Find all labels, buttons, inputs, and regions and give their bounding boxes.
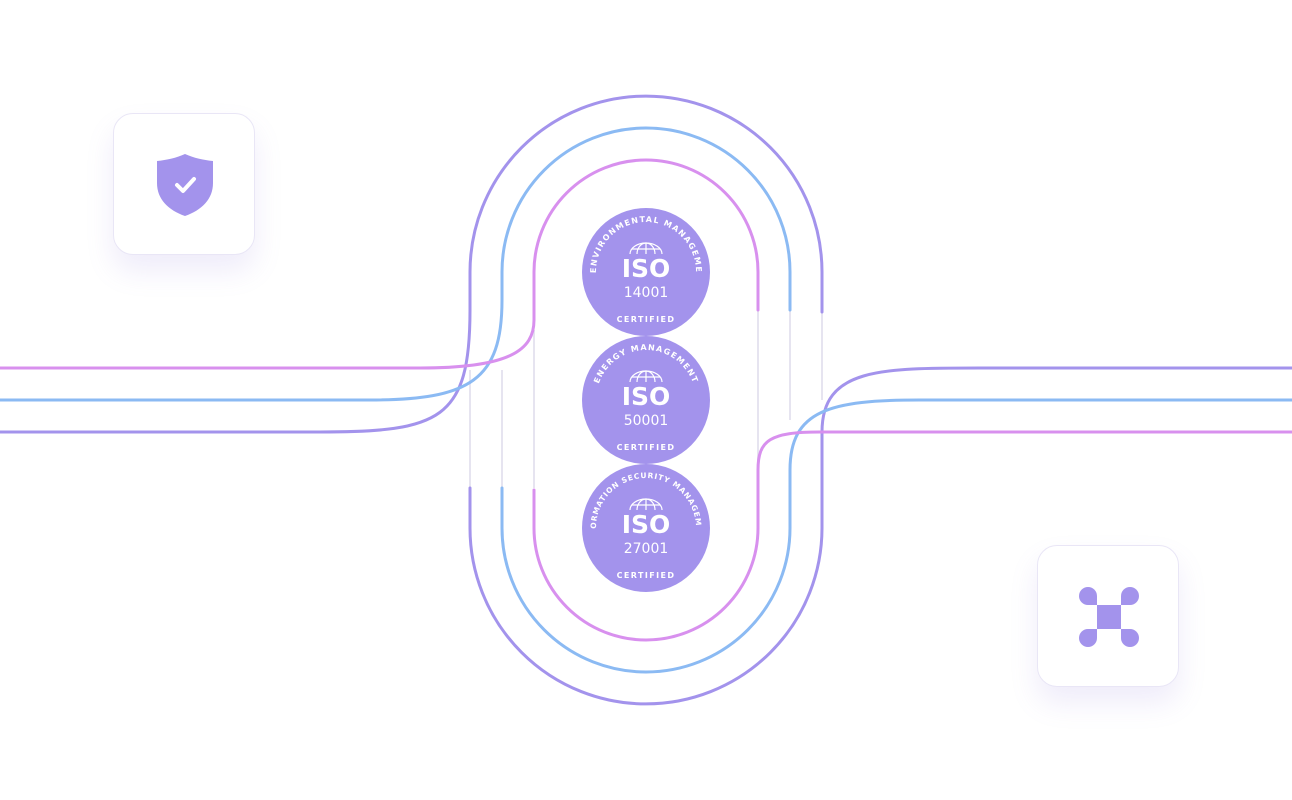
iso-50001-badge: ENERGY MANAGEMENT ISO 50001 CERTIFIED bbox=[582, 336, 710, 464]
globe-icon bbox=[629, 242, 663, 255]
badge-brand: ISO bbox=[622, 254, 671, 283]
globe-icon bbox=[629, 370, 663, 383]
track-middle bbox=[0, 126, 792, 402]
badge-brand: ISO bbox=[622, 510, 671, 539]
badge-number: 50001 bbox=[624, 413, 669, 429]
command-tile bbox=[1037, 545, 1179, 687]
badge-disc bbox=[582, 336, 710, 464]
track-outer-top bbox=[0, 94, 824, 434]
track-middle-bottom bbox=[500, 398, 1292, 674]
shield-check-tile bbox=[113, 113, 255, 255]
track-inner-bottom bbox=[532, 430, 1292, 642]
command-key-icon bbox=[1079, 587, 1139, 647]
badge-certified: CERTIFIED bbox=[617, 571, 676, 580]
track-inner bbox=[0, 158, 760, 370]
shield-check-icon bbox=[157, 154, 213, 216]
badge-disc bbox=[582, 208, 710, 336]
globe-icon bbox=[629, 498, 663, 511]
badge-certified: CERTIFIED bbox=[617, 315, 676, 324]
badge-number: 14001 bbox=[624, 285, 669, 301]
badge-disc bbox=[582, 464, 710, 592]
track-outer bbox=[468, 366, 1292, 706]
badge-brand: ISO bbox=[622, 382, 671, 411]
iso-14001-badge: ENVIRONMENTAL MANAGEME ISO 14001 CERTIFI… bbox=[582, 208, 710, 336]
badge-certified: CERTIFIED bbox=[617, 443, 676, 452]
badge-number: 27001 bbox=[624, 541, 669, 557]
guide-lines bbox=[469, 310, 823, 488]
